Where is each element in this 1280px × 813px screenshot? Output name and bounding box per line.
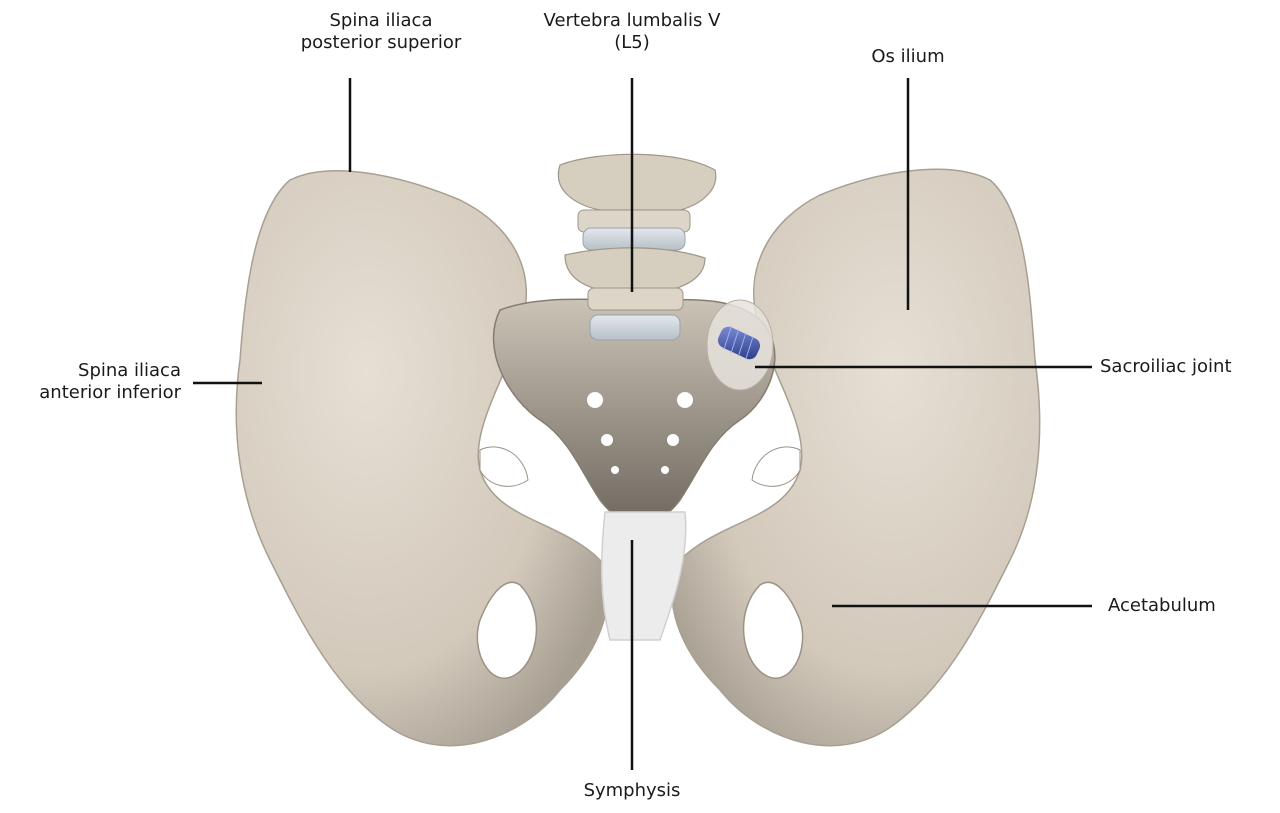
right-hip-bone: [672, 169, 1040, 745]
label-acetabulum: Acetabulum: [1108, 595, 1216, 617]
symphysis-cartilage: [602, 512, 686, 640]
label-vertebra-lumbalis: Vertebra lumbalis V (L5): [544, 10, 721, 54]
label-spina-iliaca-anterior-inferior: Spina iliaca anterior inferior: [0, 360, 181, 404]
label-symphysis: Symphysis: [584, 780, 681, 802]
label-os-ilium: Os ilium: [871, 46, 944, 68]
sacroiliac-implant: [707, 300, 773, 390]
label-spina-iliaca-posterior-superior: Spina iliaca posterior superior: [301, 10, 462, 54]
left-hip-bone: [236, 171, 608, 746]
label-sacroiliac-joint: Sacroiliac joint: [1100, 356, 1232, 378]
